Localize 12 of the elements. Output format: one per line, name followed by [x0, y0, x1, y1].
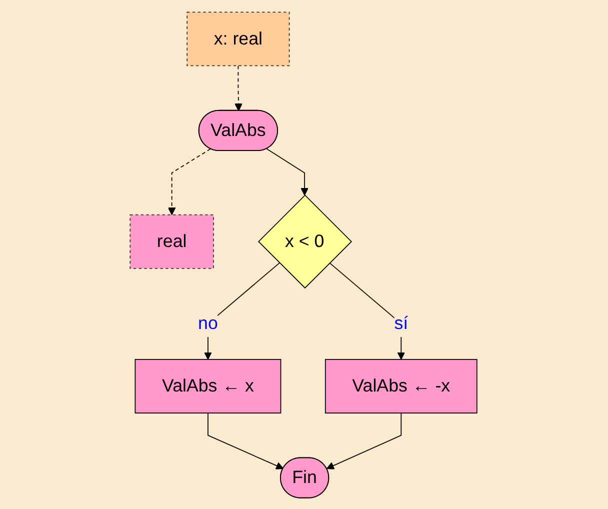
edge-label: sí: [394, 313, 409, 334]
node-box: x: real: [187, 11, 290, 66]
arrow: [235, 64, 243, 111]
node-box: ValAbs ← x: [135, 358, 282, 413]
node-box: real: [130, 214, 214, 268]
node-box: ValAbs ← -x: [325, 358, 478, 413]
arrow: [266, 148, 309, 196]
arrow: [208, 412, 284, 469]
arrow: [168, 148, 212, 215]
node-diamond: x < 0: [258, 194, 352, 288]
arrow: [326, 412, 402, 469]
edge-label: no: [198, 313, 218, 334]
